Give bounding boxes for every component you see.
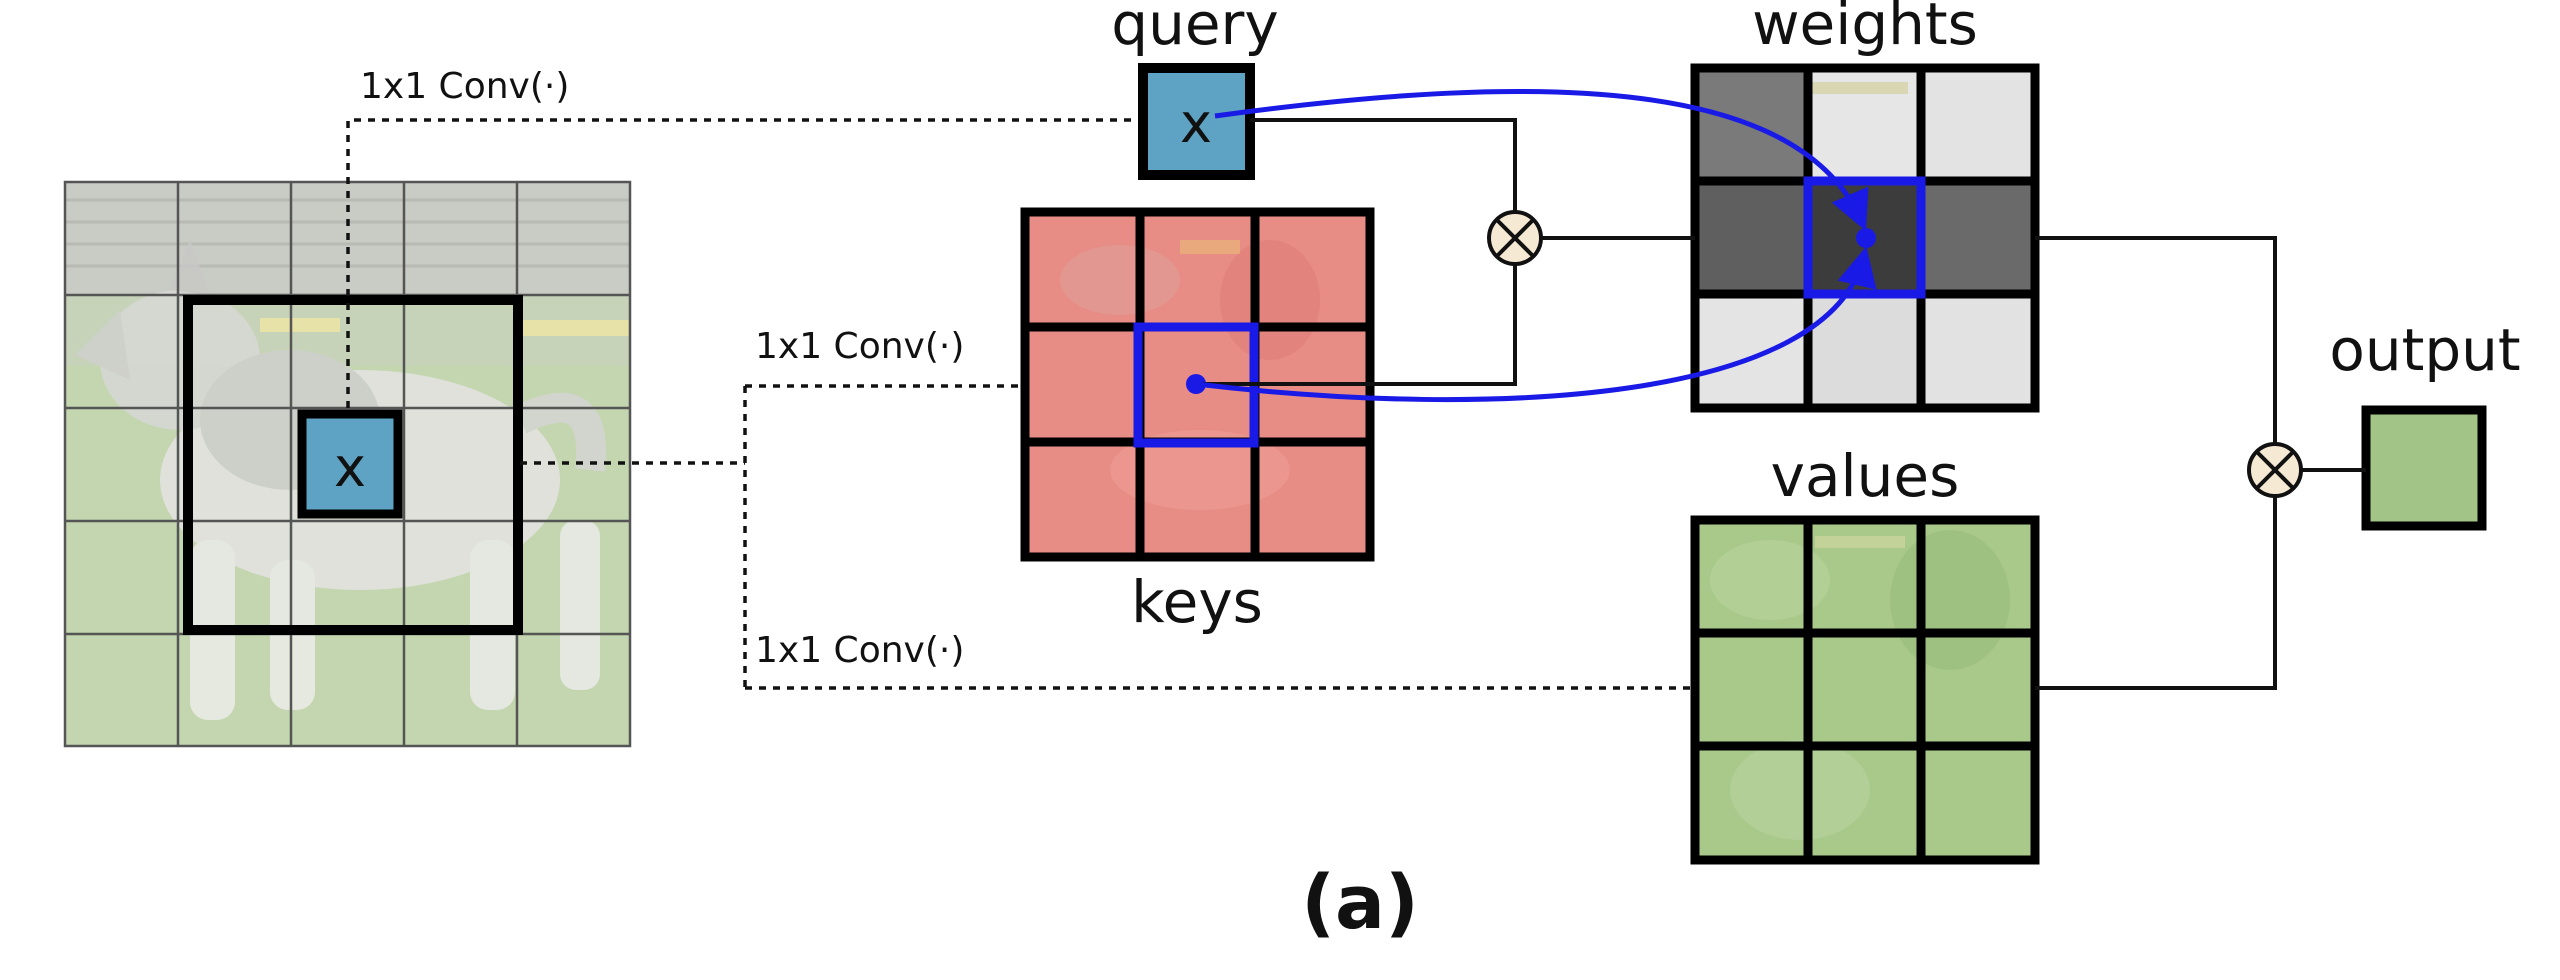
multiply-node-2 xyxy=(2247,442,2303,498)
output-block: output xyxy=(2329,316,2521,531)
conv-label-values: 1x1 Conv(·) xyxy=(755,630,964,671)
output-title: output xyxy=(2329,316,2520,384)
keys-title: keys xyxy=(1131,568,1263,636)
query-block: query x xyxy=(1111,0,1279,180)
input-window xyxy=(183,295,523,635)
weights-grid: weights xyxy=(1690,0,2040,413)
weights-center-dot xyxy=(1856,228,1876,248)
values-title: values xyxy=(1771,442,1960,510)
keys-grid: keys xyxy=(1020,207,1375,636)
conv-label-keys: 1x1 Conv(·) xyxy=(755,326,964,367)
attention-arrows xyxy=(1195,89,1877,403)
solid-connectors xyxy=(1196,118,2366,690)
input-center-cell xyxy=(297,409,403,519)
query-title: query xyxy=(1111,0,1278,58)
query-to-weight-arrow xyxy=(1214,89,1869,232)
values-grid: values xyxy=(1690,442,2040,865)
query-cell xyxy=(1138,63,1255,180)
output-cell xyxy=(2361,405,2487,531)
weights-title: weights xyxy=(1752,0,1978,58)
key-to-weight-arrow xyxy=(1195,246,1877,403)
query-cell-label: x xyxy=(1180,92,1212,155)
weights-center-highlight xyxy=(1803,176,1926,299)
figure-caption: (a) xyxy=(1301,860,1419,946)
input-center-label: x xyxy=(334,436,366,499)
conv-label-query: 1x1 Conv(·) xyxy=(360,66,569,107)
multiply-node-1 xyxy=(1487,210,1543,266)
dashed-connectors xyxy=(346,118,1695,690)
